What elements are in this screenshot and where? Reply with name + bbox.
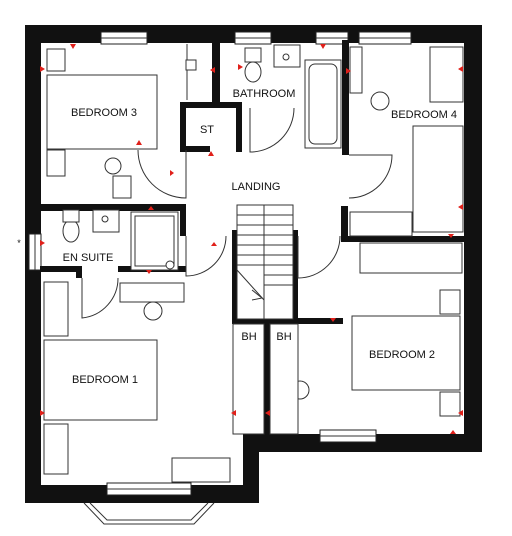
furniture	[43, 44, 464, 483]
window-asterisk: *	[17, 238, 21, 248]
label-landing: LANDING	[232, 181, 281, 193]
room-labels: BEDROOM 3 BATHROOM BEDROOM 4 ST LANDING …	[17, 88, 457, 386]
label-bedroom-3: BEDROOM 3	[71, 107, 137, 119]
label-bedroom-2: BEDROOM 2	[369, 349, 435, 361]
label-bedroom-4: BEDROOM 4	[391, 109, 457, 121]
label-bedroom-1: BEDROOM 1	[72, 374, 138, 386]
socket-markers	[40, 44, 463, 434]
door-swings	[81, 107, 393, 319]
label-bulkhead-right: BH	[276, 331, 291, 343]
label-store: ST	[200, 124, 214, 136]
staircase	[236, 204, 294, 320]
label-bathroom: BATHROOM	[233, 88, 296, 100]
windows	[28, 31, 412, 525]
internal-walls	[40, 40, 467, 435]
label-bulkhead-left: BH	[241, 331, 256, 343]
label-ensuite: EN SUITE	[63, 252, 114, 264]
